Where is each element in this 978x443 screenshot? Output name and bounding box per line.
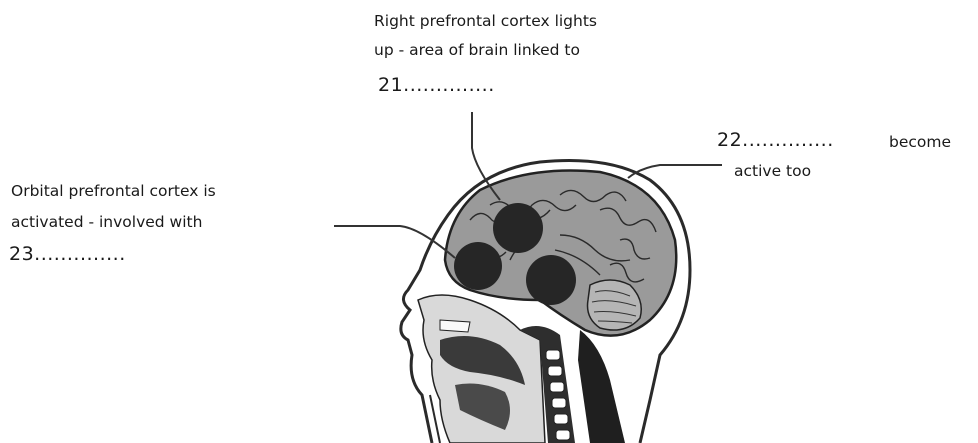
blank-21[interactable]: 21.............. bbox=[378, 73, 495, 97]
label-23-line2: activated - involved with bbox=[11, 211, 202, 233]
orbital-prefrontal-region bbox=[454, 242, 502, 290]
label-23-line1: Orbital prefrontal cortex is bbox=[11, 180, 216, 202]
blank-23[interactable]: 23.............. bbox=[9, 242, 126, 266]
label-21-line1: Right prefrontal cortex lights bbox=[374, 10, 597, 32]
right-prefrontal-region bbox=[493, 203, 543, 253]
blank-22[interactable]: 22.............. bbox=[717, 128, 834, 152]
label-21-line2: up - area of brain linked to bbox=[374, 39, 580, 61]
label-22-word: become bbox=[889, 131, 951, 153]
other-region bbox=[526, 255, 576, 305]
label-22-line2: active too bbox=[734, 160, 811, 182]
